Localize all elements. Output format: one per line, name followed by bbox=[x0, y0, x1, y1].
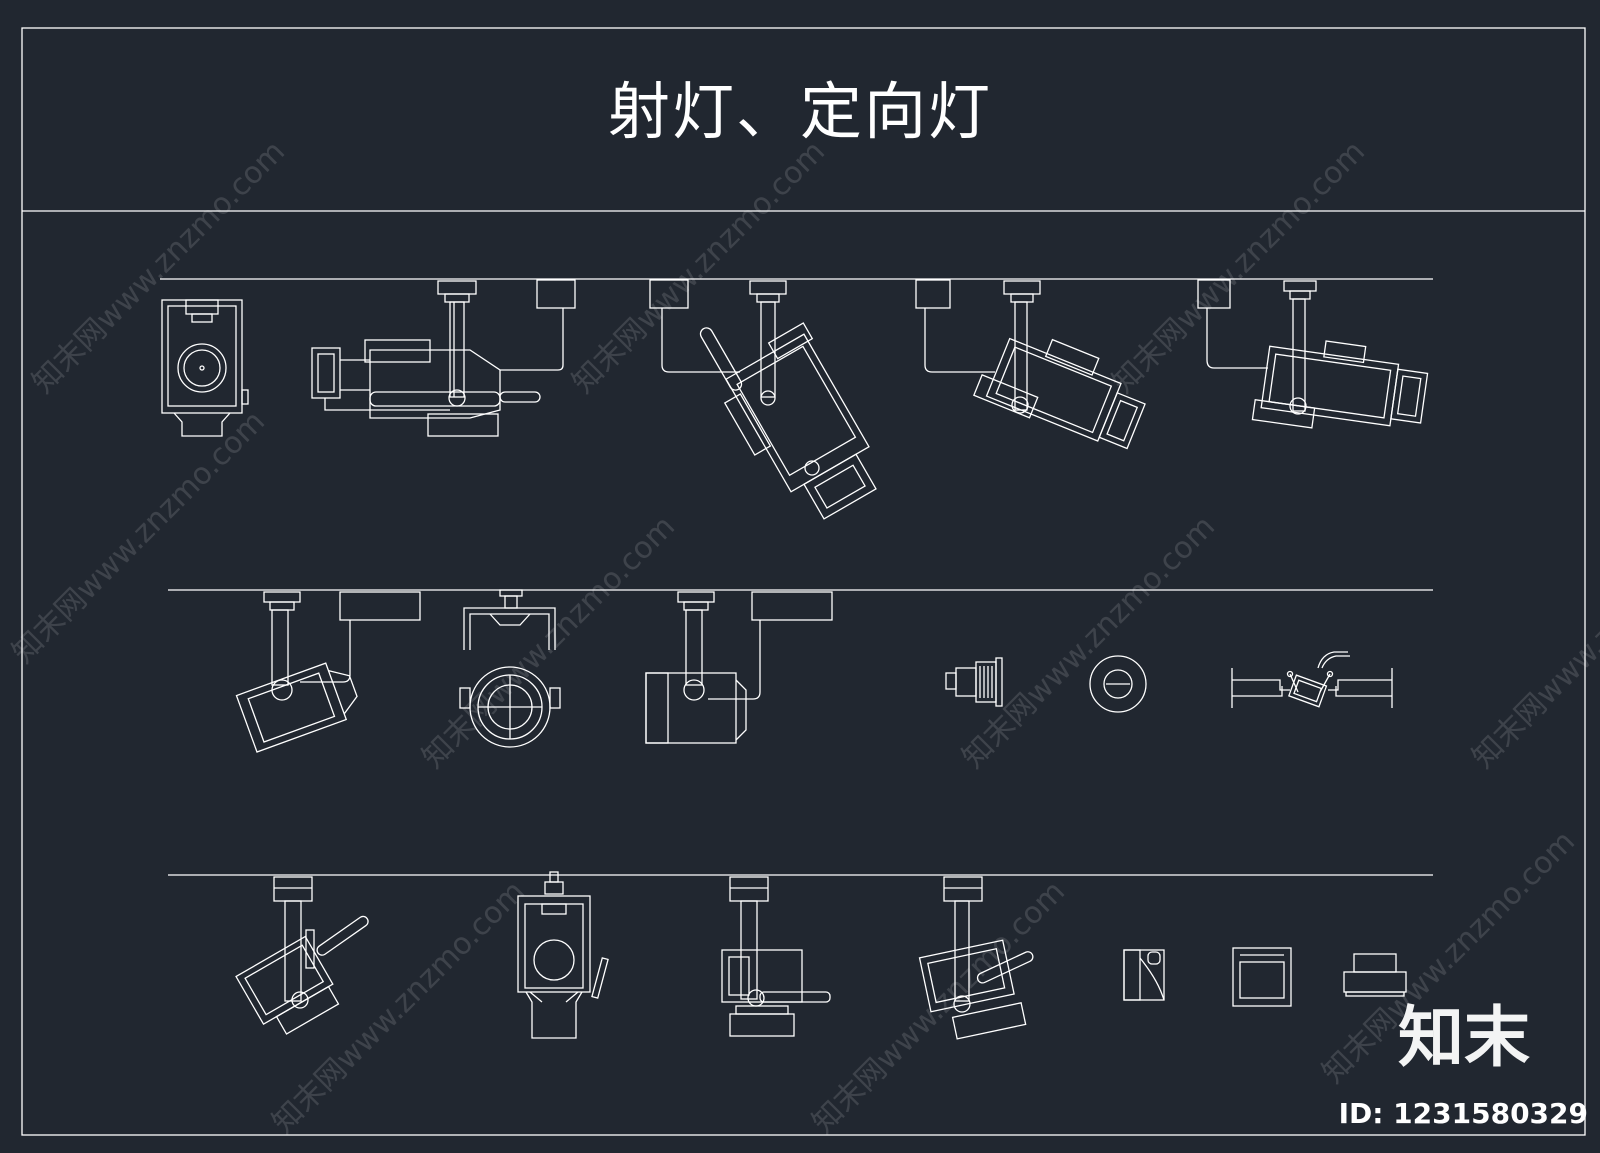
spotlight-angled-view-4 bbox=[235, 876, 369, 1035]
small-light-box-2 bbox=[1232, 947, 1292, 1007]
spotlight-side-view-1 bbox=[311, 279, 576, 437]
asset-id-label: ID: 1231580329 bbox=[1338, 1097, 1588, 1130]
spotlight-side-view-3 bbox=[645, 591, 833, 744]
spotlight-front-view-2 bbox=[459, 589, 561, 748]
brand-logo: 知末 bbox=[1398, 999, 1530, 1076]
spotlight-angled-view-2 bbox=[915, 279, 1146, 450]
small-light-box-3 bbox=[1343, 953, 1407, 997]
spotlight-angled-view-1 bbox=[649, 279, 877, 520]
spotlight-front-view-1 bbox=[161, 299, 249, 437]
spotlight-angled-view-3 bbox=[1197, 279, 1429, 429]
spotlight-side-view-2 bbox=[235, 591, 421, 753]
spotlight-front-view-3 bbox=[517, 871, 609, 1039]
small-light-box-1 bbox=[1123, 949, 1165, 1001]
spotlight-angled-view-5 bbox=[918, 876, 1034, 1040]
recessed-spot-side bbox=[945, 657, 1003, 707]
drawing-frame bbox=[21, 27, 1586, 1136]
ceiling-mounted-spot bbox=[1231, 651, 1393, 708]
recessed-spot-bottom bbox=[1089, 655, 1147, 713]
drawing-title: 射灯、定向灯 bbox=[607, 75, 992, 148]
spotlight-side-view-4 bbox=[721, 876, 831, 1037]
